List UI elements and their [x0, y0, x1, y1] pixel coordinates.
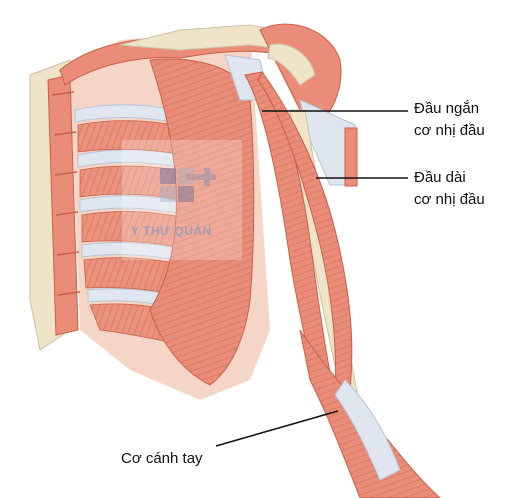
label-long-head-line1: Đầu dài — [414, 169, 466, 186]
label-short-head-line1: Đầu ngắn — [414, 100, 480, 117]
label-short-head-line2: cơ nhị đầu — [414, 122, 485, 139]
watermark-text: Y THƯ QUÁN — [131, 224, 212, 238]
label-long-head-biceps: Đầu dài cơ nhị đầu — [414, 167, 485, 211]
label-long-head-line2: cơ nhị đầu — [414, 191, 485, 208]
leader-lines — [215, 110, 408, 447]
leader-line-brachialis — [215, 410, 339, 447]
label-short-head-biceps: Đầu ngắn cơ nhị đầu — [414, 98, 485, 142]
label-brachialis: Cơ cánh tay — [121, 450, 203, 467]
watermark-logo — [122, 140, 242, 260]
